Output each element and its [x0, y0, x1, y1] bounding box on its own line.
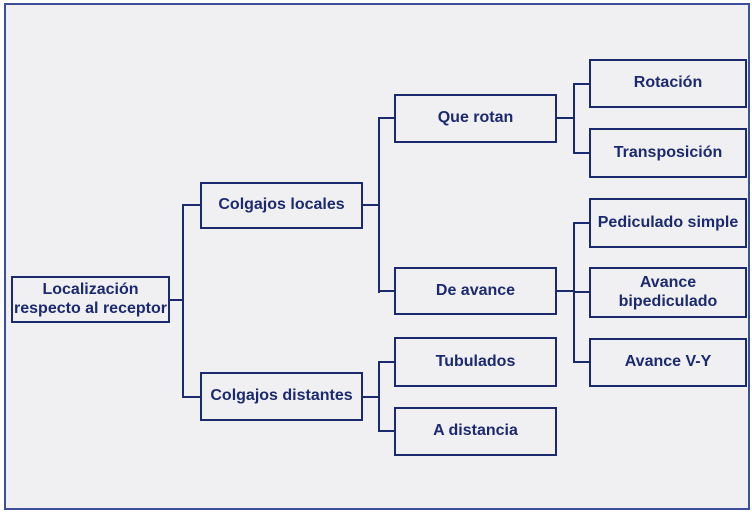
connector-line — [378, 361, 380, 432]
connector-line — [573, 83, 575, 154]
node-pediculado-simple: Pediculado simple — [589, 198, 747, 248]
connector-line — [363, 204, 380, 206]
node-localizacion-respecto-al-receptor: Localización respecto al receptor — [11, 276, 170, 323]
connector-line — [573, 222, 589, 224]
connector-line — [378, 117, 380, 293]
node-rotacion: Rotación — [589, 59, 747, 108]
connector-line — [182, 396, 200, 398]
connector-line — [378, 361, 394, 363]
connector-line — [378, 117, 394, 119]
connector-line — [378, 290, 394, 292]
node-avance-bipediculado: Avance bipediculado — [589, 267, 747, 318]
connector-line — [557, 117, 575, 119]
connector-line — [573, 152, 589, 154]
connector-line — [182, 204, 184, 398]
connector-line — [170, 299, 184, 301]
node-tubulados: Tubulados — [394, 337, 557, 387]
connector-line — [378, 430, 394, 432]
connector-line — [573, 361, 589, 363]
node-avance-v-y: Avance V-Y — [589, 338, 747, 387]
connector-line — [557, 290, 575, 292]
node-de-avance: De avance — [394, 267, 557, 315]
node-colgajos-locales: Colgajos locales — [200, 182, 363, 229]
connector-line — [363, 396, 380, 398]
connector-line — [573, 291, 589, 293]
node-transposicion: Transposición — [589, 128, 747, 178]
connector-line — [182, 204, 200, 206]
node-colgajos-distantes: Colgajos distantes — [200, 372, 363, 421]
node-que-rotan: Que rotan — [394, 94, 557, 143]
connector-line — [573, 83, 589, 85]
node-a-distancia: A distancia — [394, 407, 557, 456]
